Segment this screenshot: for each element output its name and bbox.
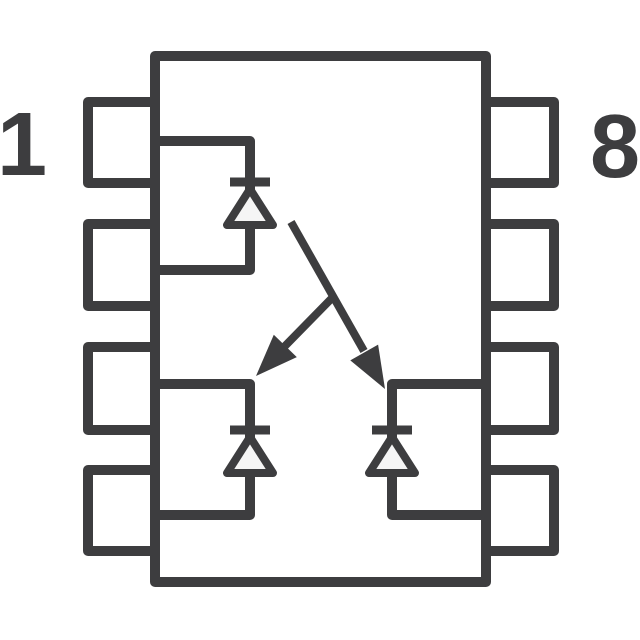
arrowhead-left-icon bbox=[256, 334, 297, 376]
pin-7-lead bbox=[481, 219, 559, 311]
ic-body-outline bbox=[150, 51, 491, 587]
bottom-left-photodiode-icon bbox=[223, 433, 277, 477]
top-diode-icon bbox=[223, 185, 277, 229]
pin-3-lead bbox=[83, 342, 160, 435]
light-coupling-arrows bbox=[256, 220, 385, 389]
arrowhead-right-icon bbox=[350, 344, 385, 389]
left-pin-leads bbox=[83, 97, 160, 556]
pin-6-lead bbox=[481, 342, 559, 435]
pin-1-lead bbox=[83, 97, 160, 188]
bottom-right-photodiode-circuit bbox=[365, 379, 486, 520]
top-diode-circuit bbox=[155, 136, 277, 275]
right-pin-leads bbox=[481, 97, 559, 556]
pin-8-label: 8 bbox=[590, 97, 640, 197]
light-arrow-main-line bbox=[287, 220, 368, 353]
bottom-left-photodiode-circuit bbox=[155, 379, 277, 520]
bottom-right-photodiode-icon bbox=[365, 433, 419, 477]
pin-8-lead bbox=[481, 97, 559, 188]
pin-4-lead bbox=[83, 465, 160, 556]
light-arrow-branch-line bbox=[282, 294, 336, 349]
pin-1-label: 1 bbox=[0, 95, 47, 195]
pin-2-lead bbox=[83, 219, 160, 311]
pin-5-lead bbox=[481, 465, 559, 556]
